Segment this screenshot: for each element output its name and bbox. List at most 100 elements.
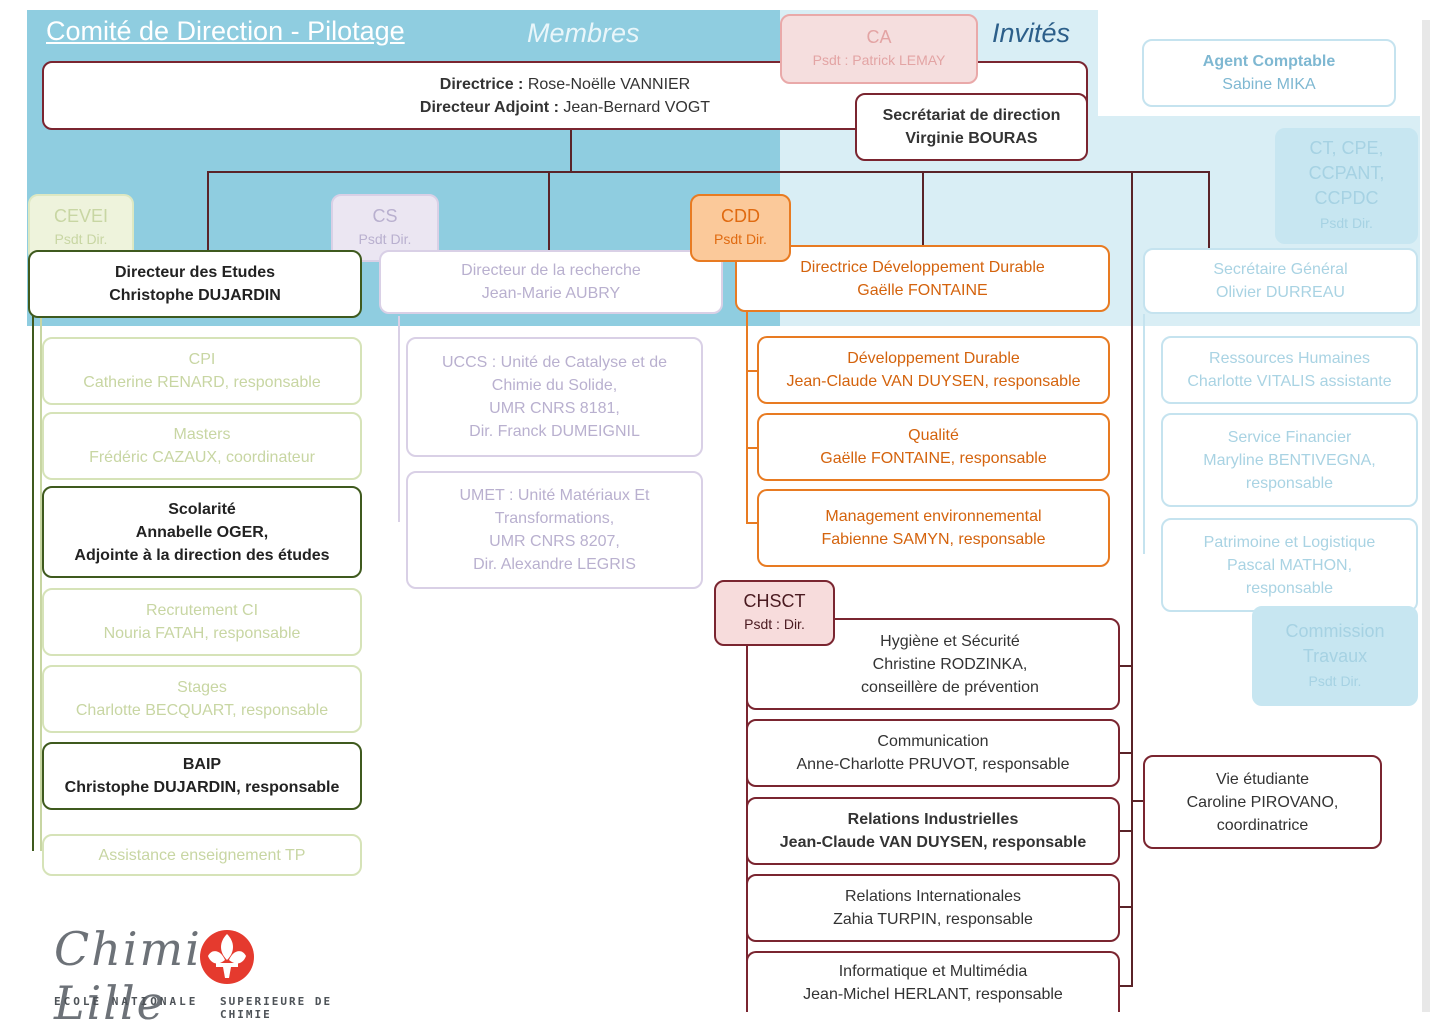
service-relations-industrielles[interactable]: Relations Industrielles Jean-Claude VAN …: [746, 797, 1120, 865]
item-name: Charlotte VITALIS assistante: [1187, 373, 1392, 390]
etudes-item-scolarite[interactable]: Scolarité Annabelle OGER, Adjointe à la …: [42, 486, 362, 578]
logo-subtitle-left: ECOLE NATIONALE: [54, 995, 199, 1008]
secretariat-name: Virginie BOURAS: [905, 130, 1038, 147]
sg-item-service-financier[interactable]: Service Financier Maryline BENTIVEGNA, r…: [1161, 413, 1418, 507]
vie-etudiante-box[interactable]: Vie étudiante Caroline PIROVANO, coordin…: [1143, 755, 1382, 849]
secretariat-title: Secrétariat de direction: [882, 107, 1061, 124]
connector: [570, 128, 572, 172]
item-name: Christine RODZINKA,: [872, 655, 1028, 673]
ca-psdt: Psdt : Patrick LEMAY: [812, 52, 946, 68]
ct-psdt: Psdt Dir.: [1320, 215, 1373, 231]
item-title: Relations Industrielles: [847, 811, 1019, 828]
members-label: Membres: [527, 18, 640, 48]
service-informatique-multimedia[interactable]: Informatique et Multimédia Jean-Michel H…: [746, 951, 1120, 1012]
etudes-head-box[interactable]: Directeur des Etudes Christophe DUJARDIN: [28, 250, 362, 318]
logo-subtitle-right: SUPERIEURE DE CHIMIE: [220, 995, 333, 1021]
lab-line: UMR CNRS 8207,: [489, 533, 620, 550]
etudes-item-stages[interactable]: Stages Charlotte BECQUART, responsable: [42, 665, 362, 733]
item-name: Jean-Claude VAN DUYSEN, responsable: [779, 834, 1087, 851]
item-title: Recrutement CI: [145, 602, 259, 619]
item-title: CPI: [188, 351, 216, 368]
item-title: Assistance enseignement TP: [98, 846, 306, 864]
recherche-head-title: Directeur de la recherche: [461, 262, 641, 279]
connector: [1208, 171, 1210, 251]
sg-head-name: Olivier DURREAU: [1216, 284, 1345, 301]
recherche-head-box[interactable]: Directeur de la recherche Jean-Marie AUB…: [379, 250, 723, 314]
item-name: Frédéric CAZAUX, coordinateur: [89, 449, 315, 466]
ca-box[interactable]: CA Psdt : Patrick LEMAY: [780, 14, 978, 84]
item-name: Charlotte BECQUART, responsable: [75, 702, 329, 719]
chsct-box[interactable]: CHSCT Psdt : Dir.: [714, 580, 835, 646]
cs-label: CS: [372, 206, 398, 226]
item-title: Management environnemental: [825, 508, 1042, 525]
connector: [746, 447, 758, 449]
item-name: Christophe DUJARDIN, responsable: [64, 779, 340, 796]
connector: [746, 370, 758, 372]
dd-head-title: Directrice Développement Durable: [800, 258, 1045, 276]
ct-line: CCPANT,: [1308, 163, 1385, 183]
item-name: Annabelle OGER,: [135, 523, 269, 541]
lab-umet-box[interactable]: UMET : Unité Matériaux Et Transformation…: [406, 471, 703, 589]
item-title: Stages: [177, 679, 227, 696]
etudes-item-masters[interactable]: Masters Frédéric CAZAUX, coordinateur: [42, 412, 362, 480]
dd-head-box[interactable]: Directrice Développement Durable Gaëlle …: [735, 245, 1110, 312]
cdd-label: CDD: [721, 206, 760, 226]
sg-item-patrimoine-logistique[interactable]: Patrimoine et Logistique Pascal MATHON, …: [1161, 518, 1418, 612]
lab-line: UMET : Unité Matériaux Et: [459, 487, 650, 504]
agent-comptable-box[interactable]: Agent Comptable Sabine MIKA: [1142, 39, 1396, 107]
item-title: Vie étudiante: [1215, 770, 1310, 788]
sg-head-box[interactable]: Secrétaire Général Olivier DURREAU: [1143, 248, 1418, 314]
item-name: Zahia TURPIN, responsable: [833, 911, 1033, 928]
lab-director: Dir. Franck DUMEIGNIL: [469, 423, 640, 440]
item-title: BAIP: [182, 756, 222, 773]
connector: [1132, 800, 1144, 802]
connector: [207, 171, 1210, 173]
dd-item-management-environnemental[interactable]: Management environnemental Fabienne SAMY…: [757, 489, 1110, 567]
item-name: Jean-Claude VAN DUYSEN, responsable: [786, 373, 1081, 390]
item-role: Adjointe à la direction des études: [74, 546, 330, 564]
dd-item-qualite[interactable]: Qualité Gaëlle FONTAINE, responsable: [757, 413, 1110, 481]
ct-line: CCPDC: [1314, 188, 1379, 208]
connector: [1120, 985, 1132, 987]
item-role: responsable: [1245, 579, 1334, 597]
connector: [548, 171, 550, 251]
cdd-box[interactable]: CDD Psdt Dir.: [690, 194, 791, 262]
etudes-item-assistance-tp[interactable]: Assistance enseignement TP: [42, 834, 362, 876]
connector: [1131, 171, 1133, 987]
adjoint-name: Jean-Bernard VOGT: [563, 99, 711, 116]
lab-line: Chimie du Solide,: [491, 377, 618, 394]
item-title: Service Financier: [1227, 428, 1352, 446]
item-title: Développement Durable: [847, 350, 1020, 367]
recherche-head-name: Jean-Marie AUBRY: [481, 285, 621, 302]
service-relations-internationales[interactable]: Relations Internationales Zahia TURPIN, …: [746, 874, 1120, 942]
agent-comptable-title: Agent Comptable: [1202, 53, 1336, 70]
item-role: coordinatrice: [1216, 816, 1309, 834]
cevei-label: CEVEI: [53, 206, 109, 226]
commission-psdt: Psdt Dir.: [1308, 672, 1362, 689]
connector: [40, 316, 42, 851]
ct-box[interactable]: CT, CPE, CCPANT, CCPDC Psdt Dir.: [1275, 128, 1418, 244]
etudes-item-recrutement[interactable]: Recrutement CI Nouria FATAH, responsable: [42, 588, 362, 656]
secretariat-box[interactable]: Secrétariat de direction Virginie BOURAS: [855, 93, 1088, 161]
etudes-item-cpi[interactable]: CPI Catherine RENARD, responsable: [42, 337, 362, 405]
etudes-head-title: Directeur des Etudes: [114, 264, 276, 281]
sg-item-ressources-humaines[interactable]: Ressources Humaines Charlotte VITALIS as…: [1161, 336, 1418, 404]
item-name: Anne-Charlotte PRUVOT, responsable: [796, 756, 1070, 773]
lab-uccs-box[interactable]: UCCS : Unité de Catalyse et de Chimie du…: [406, 337, 703, 457]
connector: [1120, 830, 1132, 832]
item-role: conseillère de prévention: [861, 678, 1039, 696]
commission-line: Commission: [1285, 620, 1385, 641]
connector: [1143, 314, 1145, 554]
commission-line: Travaux: [1302, 645, 1368, 666]
item-title: Masters: [173, 426, 231, 443]
lab-line: UCCS : Unité de Catalyse et de: [442, 354, 667, 371]
commission-travaux-box[interactable]: Commission Travaux Psdt Dir.: [1252, 606, 1418, 706]
service-communication[interactable]: Communication Anne-Charlotte PRUVOT, res…: [746, 719, 1120, 787]
connector: [1120, 752, 1132, 754]
cs-psdt: Psdt Dir.: [358, 231, 412, 247]
etudes-item-baip[interactable]: BAIP Christophe DUJARDIN, responsable: [42, 742, 362, 810]
guests-label: Invités: [992, 18, 1071, 48]
dd-item-developpement-durable[interactable]: Développement Durable Jean-Claude VAN DU…: [757, 336, 1110, 404]
item-title: Communication: [877, 733, 989, 750]
connector: [746, 522, 758, 524]
